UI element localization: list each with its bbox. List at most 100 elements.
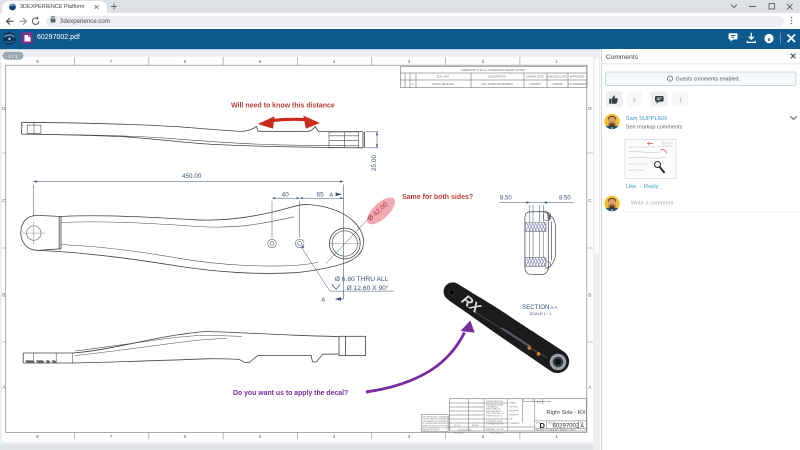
svg-text:B: B: [2, 293, 5, 299]
svg-text:DIMENSIONS IN MM: DIMENSIONS IN MM: [486, 404, 504, 406]
svg-text:A: A: [2, 385, 6, 391]
svg-text:C: C: [2, 198, 6, 204]
svg-text:SCALE 1 : 1: SCALE 1 : 1: [530, 311, 553, 316]
svg-text:Write a comment: Write a comment: [631, 201, 674, 207]
svg-text:7: 7: [110, 434, 113, 440]
svg-text:1: 1: [555, 59, 558, 65]
svg-text:Ø 12.60 X 90°: Ø 12.60 X 90°: [347, 284, 389, 292]
svg-text:D: D: [588, 106, 592, 112]
svg-text:DO NOT SCALE: DO NOT SCALE: [458, 429, 472, 432]
svg-text:NAME IS PROHIBITED.: NAME IS PROHIBITED.: [422, 429, 440, 432]
svg-text:CHECKED DATE: CHECKED DATE: [547, 75, 567, 79]
svg-text:Ø 6.60 THRU ALL: Ø 6.60 THRU ALL: [335, 276, 389, 283]
svg-text:J.M. ENGINEER: J.M. ENGINEER: [567, 82, 586, 86]
svg-text:Comments: Comments: [606, 54, 639, 61]
svg-text:Right Side - RX: Right Side - RX: [547, 410, 586, 416]
svg-text:SIZE: SIZE: [536, 423, 541, 425]
svg-text:2: 2: [482, 434, 485, 440]
svg-text:D: D: [2, 106, 6, 112]
svg-text:APPROVED: APPROVED: [570, 75, 585, 79]
svg-text:A: A: [412, 82, 414, 86]
svg-text:8.50: 8.50: [500, 196, 512, 202]
svg-text:A: A: [330, 192, 334, 198]
svg-text:A: A: [588, 385, 592, 391]
svg-text:FULL FORM 3D DRAWING: FULL FORM 3D DRAWING: [481, 82, 513, 86]
svg-text:UNLESS SPECIFIED:: UNLESS SPECIFIED:: [486, 401, 504, 403]
svg-text:DESCRIPTION: DESCRIPTION: [488, 75, 506, 79]
svg-text:DWG. NO.: DWG. NO.: [548, 423, 557, 425]
svg-text:-: -: [640, 184, 642, 190]
svg-text:2: 2: [482, 59, 485, 65]
svg-text:PROPRIETARY AND CONFIDENTIAL: PROPRIETARY AND CONFIDENTIAL: [422, 416, 449, 419]
svg-text:Like: Like: [626, 184, 636, 190]
svg-text:TITLE:: TITLE:: [537, 402, 545, 405]
svg-text:DRAWN DATE: DRAWN DATE: [526, 75, 543, 79]
svg-text:60297002: 60297002: [553, 423, 580, 429]
svg-text:FRACTIONAL 1/2: FRACTIONAL 1/2: [486, 408, 500, 411]
svg-text:DRAWN: DRAWN: [509, 402, 516, 405]
svg-text:450.00: 450.00: [182, 173, 202, 180]
svg-text:1 / 1: 1 / 1: [8, 54, 18, 60]
svg-text:6: 6: [184, 59, 187, 65]
svg-text:3: 3: [408, 59, 411, 65]
svg-text:AL 7075: AL 7075: [497, 428, 504, 431]
svg-text:A: A: [581, 423, 585, 429]
svg-text:65: 65: [317, 192, 325, 199]
svg-text:OF COMPANY NAME. ANY REPROD: OF COMPANY NAME. ANY REPROD: [422, 422, 450, 425]
svg-text:MATERIAL: MATERIAL: [486, 428, 495, 431]
svg-text:Do you want us to apply the de: Do you want us to apply the decal?: [233, 390, 348, 397]
svg-text:DOC UNIT: DOC UNIT: [437, 75, 450, 79]
svg-text:5: 5: [259, 434, 262, 440]
svg-text:Will need to know this distanc: Will need to know this distance: [231, 103, 335, 110]
svg-text:INTERPRET GEOM: INTERPRET GEOM: [486, 421, 503, 423]
svg-text:SECTION: SECTION: [522, 304, 550, 311]
svg-text:TOLERANCES:: TOLERANCES:: [486, 406, 499, 409]
svg-text:NEXT ASSY: NEXT ASSY: [454, 432, 465, 435]
svg-text:TWO PLACE DEC .01: TWO PLACE DEC .01: [486, 412, 504, 415]
svg-text:COMMENTS:: COMMENTS:: [509, 423, 520, 425]
svg-text:5: 5: [259, 59, 262, 65]
svg-text:i: i: [670, 77, 671, 81]
svg-text:8: 8: [36, 59, 39, 65]
svg-text:MFG APPR.: MFG APPR.: [509, 414, 519, 417]
svg-text:1: 1: [679, 98, 682, 104]
svg-text:8: 8: [36, 434, 39, 440]
svg-text:ENG APPR.: ENG APPR.: [509, 410, 519, 413]
svg-text:1: 1: [555, 434, 558, 440]
svg-text:0: 0: [633, 98, 636, 104]
svg-text:3: 3: [408, 434, 411, 440]
svg-text:7: 7: [110, 59, 113, 65]
svg-text:WRITTEN PERMISSION OF COMPANY: WRITTEN PERMISSION OF COMPANY: [422, 427, 452, 430]
svg-text:CHECKED: CHECKED: [509, 407, 518, 409]
svg-text:B: B: [588, 293, 591, 299]
svg-text:INITIAL RELEASE: INITIAL RELEASE: [432, 82, 454, 86]
svg-text:APPVD: APPVD: [472, 424, 479, 427]
svg-text:D: D: [540, 421, 546, 430]
svg-text:Guests comments enabled.: Guests comments enabled.: [676, 77, 740, 83]
svg-text:7/10/2020: 7/10/2020: [551, 82, 563, 86]
svg-text:ANGULAR: MACH 1: ANGULAR: MACH 1: [486, 410, 502, 413]
svg-text:Reply: Reply: [644, 184, 659, 190]
svg-text:Q.A.: Q.A.: [509, 418, 513, 421]
svg-text:4: 4: [333, 59, 336, 65]
svg-text:THIS DRAWING IS THE PROPERTY: THIS DRAWING IS THE PROPERTY: [422, 420, 449, 423]
svg-text:DIMENSION IS IN mm TOLERANCE U: DIMENSION IS IN mm TOLERANCE UNLESS NOTE…: [461, 68, 525, 72]
svg-text:A-A: A-A: [551, 305, 558, 310]
svg-text:REV: REV: [580, 423, 584, 425]
svg-text:IN PART OR AS A WHOLE WITHOUT: IN PART OR AS A WHOLE WITHOUT: [422, 424, 449, 427]
svg-text:6: 6: [184, 434, 187, 440]
svg-text:25.00: 25.00: [371, 155, 378, 171]
svg-text:See markup comments: See markup comments: [626, 124, 683, 130]
svg-text:C: C: [588, 198, 592, 204]
svg-text:7/10/2020: 7/10/2020: [529, 82, 541, 86]
svg-text:THREE PLACE .001: THREE PLACE .001: [486, 414, 502, 417]
svg-text:8.50: 8.50: [559, 196, 571, 202]
svg-text:SCALE: 1:2 WEIGHT: SHEET 1 O: SCALE: 1:2 WEIGHT: SHEET 1 OF 1: [536, 429, 576, 432]
svg-text:Same for both sides?: Same for both sides?: [402, 194, 473, 201]
svg-text:P.O. NO: P.O. NO: [454, 425, 461, 427]
svg-text:THE INFORMATION CONTAINED IN: THE INFORMATION CONTAINED IN: [422, 418, 449, 421]
svg-text:40: 40: [282, 192, 290, 199]
svg-text:TOLERANCING PER:: TOLERANCING PER:: [486, 422, 504, 425]
svg-text:APPLICATION: APPLICATION: [490, 432, 502, 435]
svg-text:4: 4: [333, 434, 336, 440]
